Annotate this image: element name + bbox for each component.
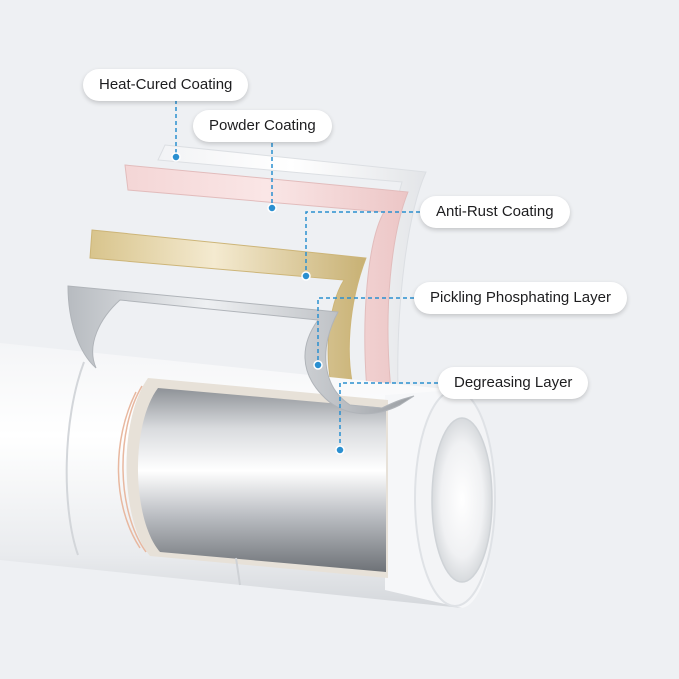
label-heat-cured-coating: Heat-Cured Coating xyxy=(83,69,249,101)
pipe-seam xyxy=(65,361,85,556)
leader-degreasing xyxy=(339,382,438,450)
leader-dots xyxy=(171,152,345,455)
label-anti-rust-coating: Anti-Rust Coating xyxy=(420,196,570,228)
cutaway-layer-lines xyxy=(117,385,147,553)
leader-lines xyxy=(175,100,438,450)
dot-degreasing xyxy=(335,445,345,455)
dot-pickling xyxy=(313,360,323,370)
pipe-bore xyxy=(431,417,493,583)
leader-pickling xyxy=(317,297,414,365)
label-powder-coating: Powder Coating xyxy=(193,110,332,142)
dot-anti-rust xyxy=(301,271,311,281)
dot-heat-cured xyxy=(171,152,181,162)
pipe-bottom-notch xyxy=(235,557,241,586)
dot-powder xyxy=(267,203,277,213)
steel-tube xyxy=(137,388,386,572)
pickling-sheet xyxy=(67,285,415,415)
leader-anti-rust xyxy=(305,211,420,276)
label-pickling-phosphating-layer: Pickling Phosphating Layer xyxy=(414,282,627,314)
label-degreasing-layer: Degreasing Layer xyxy=(438,367,589,399)
